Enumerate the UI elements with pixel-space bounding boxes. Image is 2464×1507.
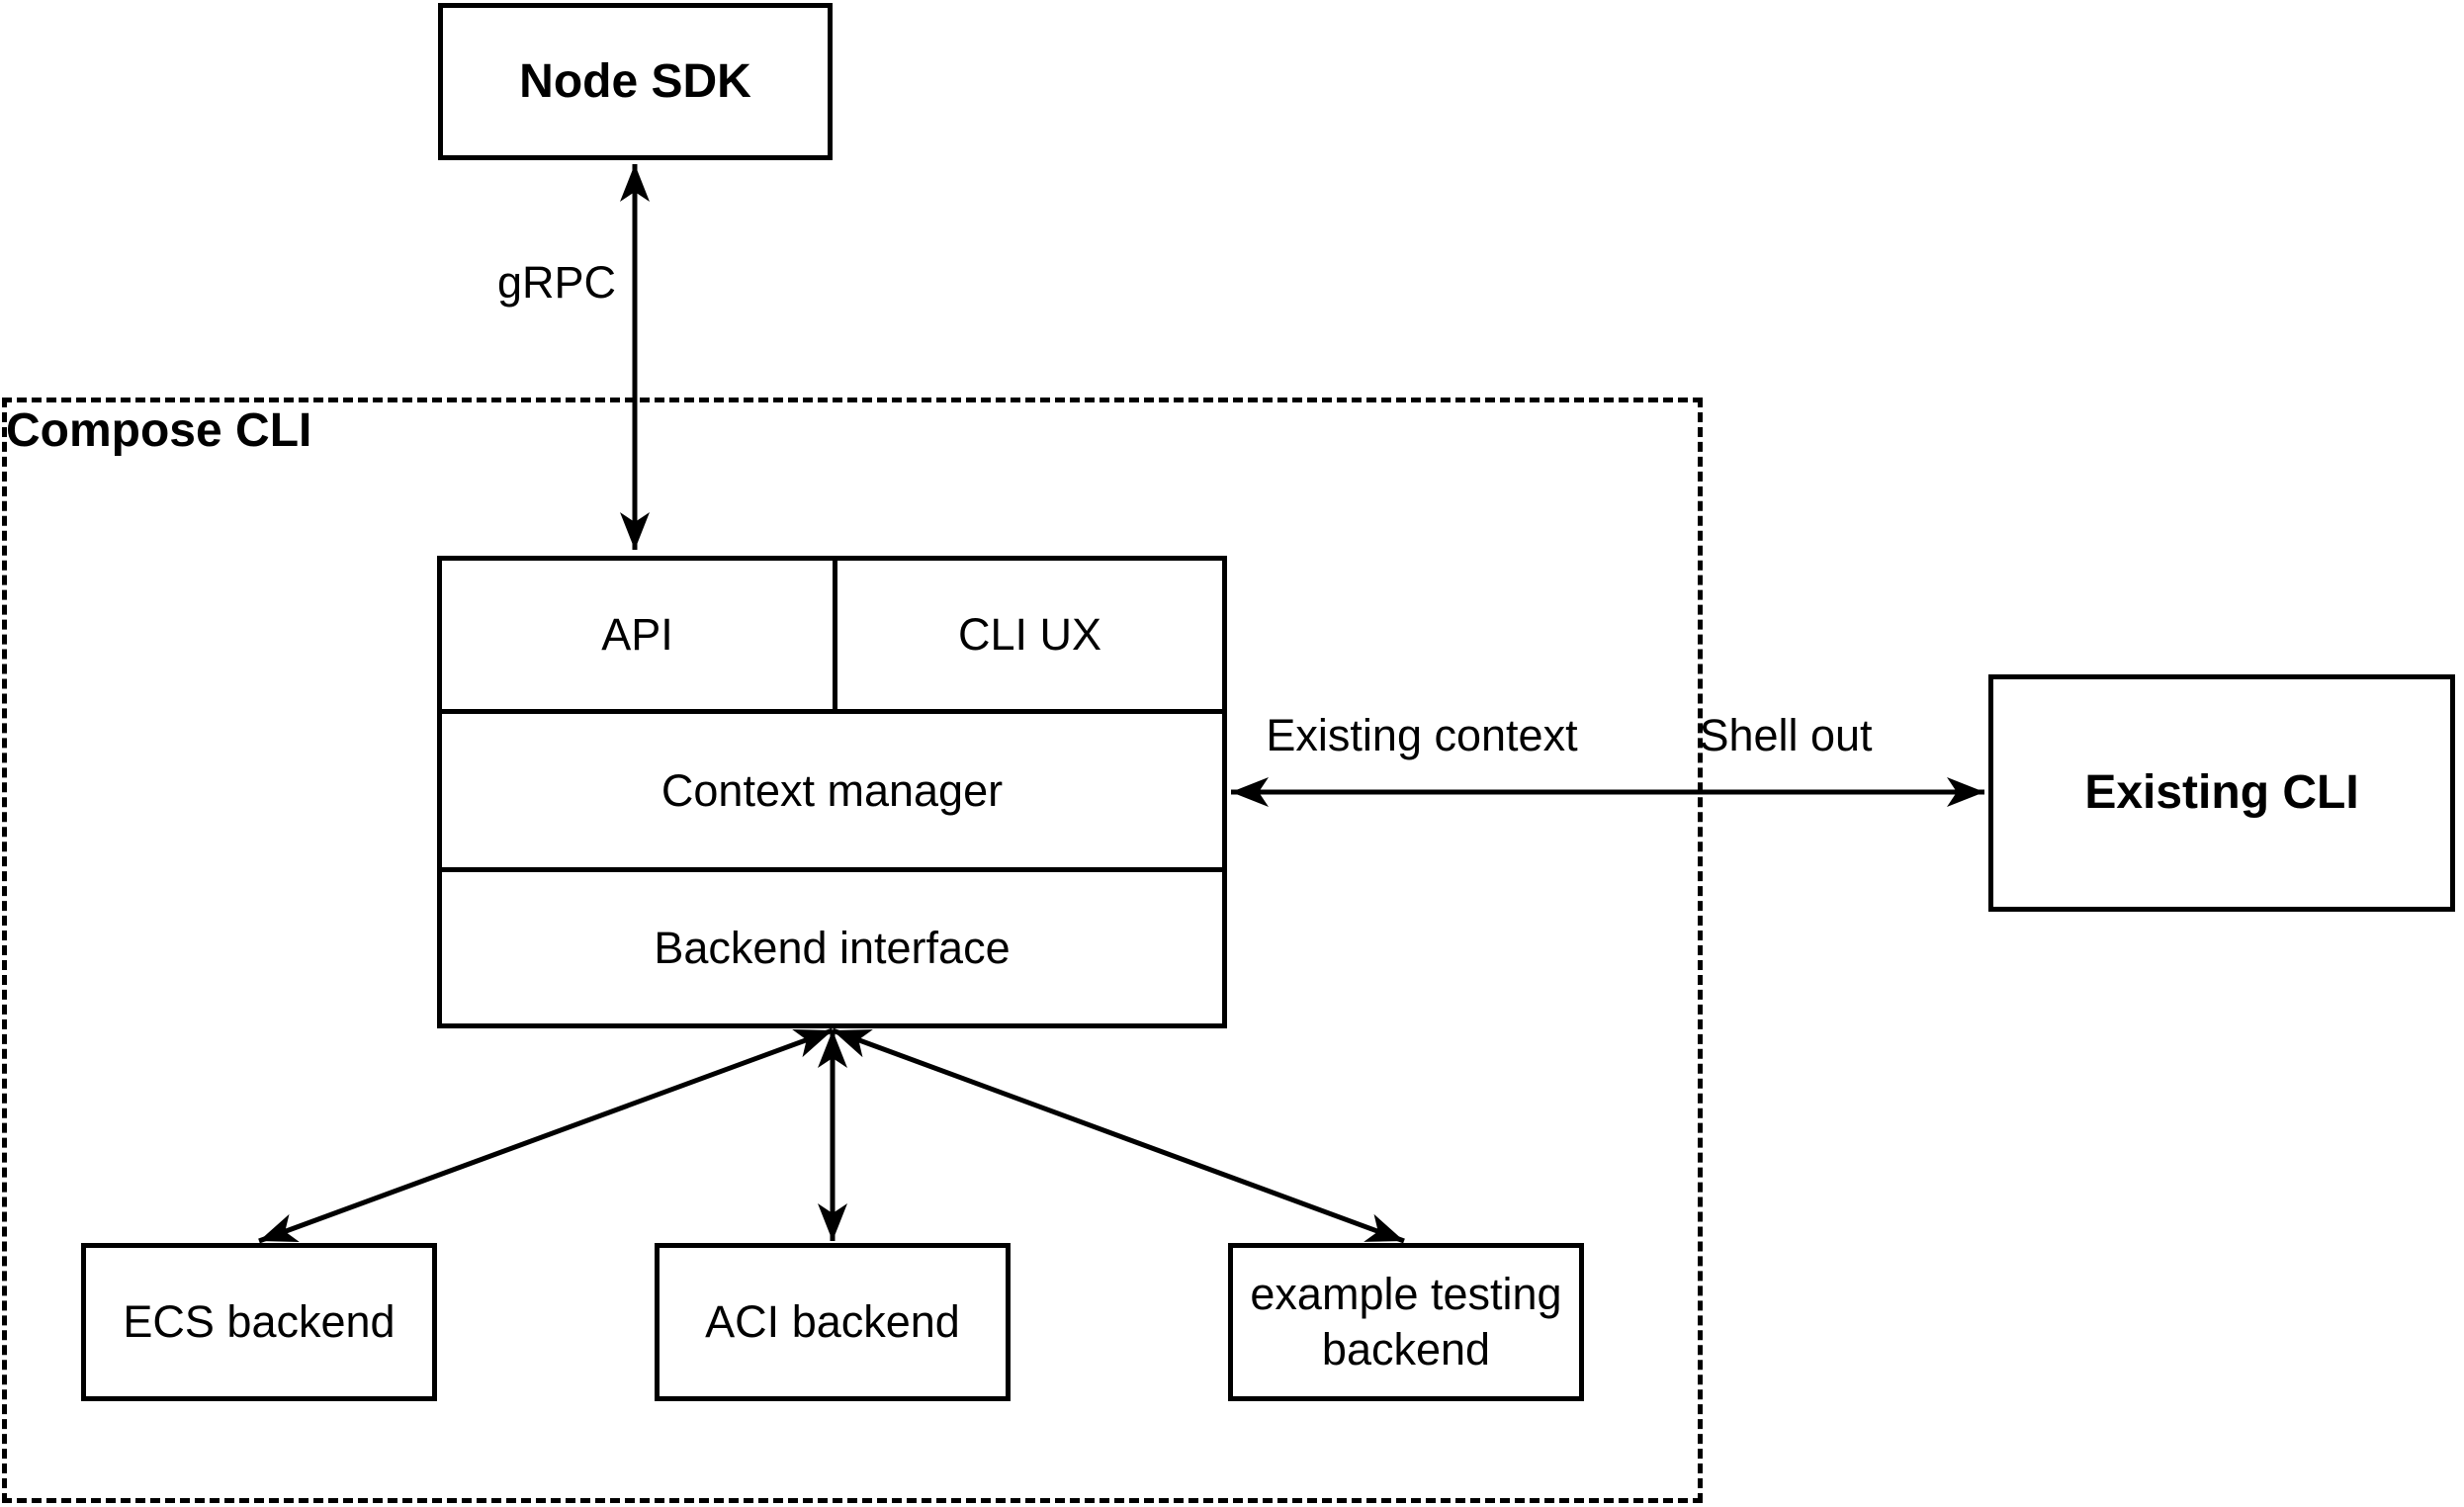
context-manager-label: Context manager [660, 764, 1004, 816]
aci-backend-label: ACI backend [705, 1295, 960, 1347]
existing-context-edge-label: Existing context [1266, 710, 1578, 760]
grpc-edge-label: gRPC [496, 257, 616, 308]
existing-cli-box: Existing CLI [1988, 674, 2455, 912]
backend-interface-label: Backend interface [654, 922, 1011, 973]
compose-cli-label: Compose CLI [6, 404, 312, 457]
example-testing-backend-label: example testing backend [1250, 1268, 1562, 1374]
ecs-backend-label: ECS backend [123, 1295, 396, 1347]
shell-out-edge-label: Shell out [1699, 710, 1873, 760]
node-sdk-box: Node SDK [438, 3, 833, 160]
existing-cli-label: Existing CLI [2084, 766, 2359, 819]
example-testing-backend-box: example testing backend [1228, 1243, 1584, 1401]
compose-cli-core-box: API CLI UX Context manager Backend inter… [437, 556, 1227, 1028]
ecs-backend-box: ECS backend [81, 1243, 437, 1401]
top-row: API CLI UX [442, 561, 1222, 714]
backend-interface-cell: Backend interface [442, 872, 1222, 1023]
cli-ux-label: CLI UX [957, 609, 1102, 660]
api-label: API [601, 609, 673, 660]
node-sdk-label: Node SDK [519, 54, 751, 108]
context-manager-cell: Context manager [442, 714, 1222, 872]
cli-ux-cell: CLI UX [837, 561, 1222, 709]
aci-backend-box: ACI backend [655, 1243, 1011, 1401]
api-cell: API [442, 561, 837, 709]
compose-cli-container [2, 398, 1703, 1503]
